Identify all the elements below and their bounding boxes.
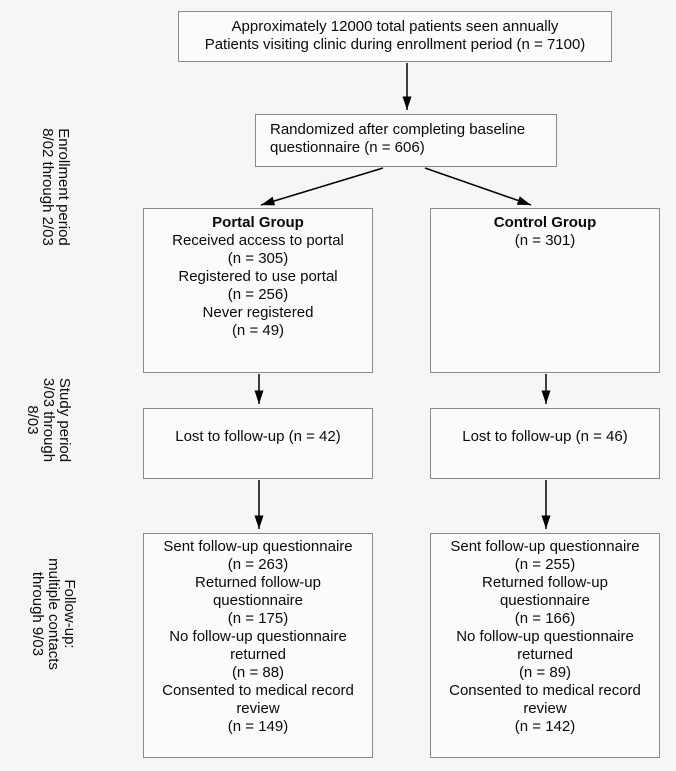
side-label-line: 3/03 through — [40, 377, 57, 463]
side-label-line: Follow-up: — [61, 579, 78, 649]
side-label-line: Enrollment period — [55, 128, 72, 246]
box-randomized: Randomized after completing baseline que… — [255, 114, 557, 167]
box-text-line: No follow-up questionnaire — [456, 628, 634, 645]
box-lost-portal: Lost to follow-up (n = 42) — [143, 408, 373, 479]
side-label-line: 8/02 through 2/03 — [39, 128, 56, 246]
box-total-patients: Approximately 12000 total patients seen … — [178, 11, 612, 62]
arrow-randomized-to-portal — [260, 167, 384, 206]
box-text-line: Returned follow-up — [482, 574, 608, 591]
box-title: Portal Group — [212, 214, 304, 231]
box-lost-control: Lost to follow-up (n = 46) — [430, 408, 660, 479]
side-label-line: Study period — [56, 377, 73, 463]
side-label-study-period: Study period 3/03 through 8/03 — [24, 377, 73, 463]
box-text-line: (n = 256) — [227, 286, 289, 303]
box-text-line: returned — [517, 646, 573, 663]
box-text-line: No follow-up questionnaire — [169, 628, 347, 645]
box-text-line: questionnaire (n = 606) — [270, 139, 425, 156]
box-text-line: Consented to medical record — [449, 682, 641, 699]
box-text-line: (n = 175) — [227, 610, 289, 627]
box-text-line: questionnaire — [212, 592, 304, 609]
box-text-line: (n = 301) — [514, 232, 576, 249]
box-text-line: Sent follow-up questionnaire — [163, 538, 353, 555]
side-label-line: multiple contacts — [45, 558, 62, 670]
side-label-line: 8/03 — [24, 405, 41, 435]
box-text-line: Lost to follow-up (n = 46) — [462, 428, 628, 445]
box-text-line: (n = 263) — [227, 556, 289, 573]
box-text-line: Received access to portal — [172, 232, 344, 249]
side-label-follow-up-period: Follow-up: multiple contacts through 9/0… — [29, 558, 78, 670]
arrow-randomized-to-control — [424, 167, 532, 206]
box-text-line: review — [523, 700, 567, 717]
box-text-line: (n = 166) — [514, 610, 576, 627]
box-text-line: (n = 305) — [227, 250, 289, 267]
box-text-line: Never registered — [202, 304, 314, 321]
box-followup-portal: Sent follow-up questionnaire (n = 263) R… — [143, 533, 373, 758]
box-text-line: Sent follow-up questionnaire — [450, 538, 640, 555]
box-text-line: Randomized after completing baseline — [270, 121, 526, 138]
box-text-line: (n = 149) — [227, 718, 289, 735]
box-followup-control: Sent follow-up questionnaire (n = 255) R… — [430, 533, 660, 758]
box-text-line: (n = 88) — [231, 664, 285, 681]
box-text-line: (n = 142) — [514, 718, 576, 735]
side-label-line: through 9/03 — [29, 571, 46, 657]
box-title: Control Group — [493, 214, 597, 231]
box-text-line: (n = 255) — [514, 556, 576, 573]
box-portal-group: Portal Group Received access to portal (… — [143, 208, 373, 373]
box-text-line: (n = 89) — [518, 664, 572, 681]
box-control-group: Control Group (n = 301) — [430, 208, 660, 373]
box-text-line: questionnaire — [499, 592, 591, 609]
box-text-line: Returned follow-up — [195, 574, 321, 591]
box-text-line: Registered to use portal — [178, 268, 338, 285]
box-text-line: Approximately 12000 total patients seen … — [231, 18, 559, 35]
box-text-line: Patients visiting clinic during enrollme… — [204, 36, 586, 53]
box-text-line: review — [236, 700, 280, 717]
box-text-line: Lost to follow-up (n = 42) — [175, 428, 341, 445]
box-text-line: returned — [230, 646, 286, 663]
box-text-line: Consented to medical record — [162, 682, 354, 699]
side-label-enrollment-period: Enrollment period 8/02 through 2/03 — [39, 128, 72, 246]
box-text-line: (n = 49) — [231, 322, 285, 339]
